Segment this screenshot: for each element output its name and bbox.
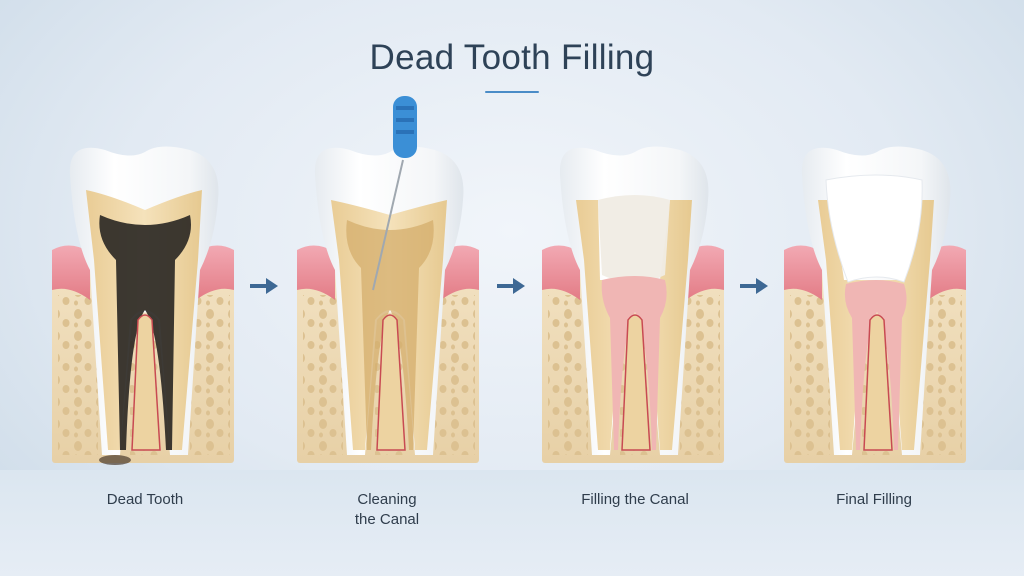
tooth-diagram-dead (52, 146, 234, 465)
arrow-right-icon (740, 276, 770, 296)
arrow-right-icon (250, 276, 280, 296)
page-title: Dead Tooth Filling (369, 38, 655, 77)
tooth-diagram-cleaning (297, 96, 479, 463)
step-label-filling-canal: Filling the Canal (581, 491, 689, 508)
tooth-diagram-final (784, 146, 966, 463)
endodontic-file-icon (393, 96, 417, 158)
background-floor (0, 470, 1024, 576)
arrow-right-icon (497, 276, 527, 296)
step-label-cleaning-canal: Cleaning the Canal (354, 491, 420, 528)
tooth-diagram-filling (542, 146, 724, 463)
step-label-final-filling: Final Filling (836, 491, 912, 508)
step-label-dead-tooth: Dead Tooth (106, 491, 184, 508)
title-underline (485, 91, 539, 93)
